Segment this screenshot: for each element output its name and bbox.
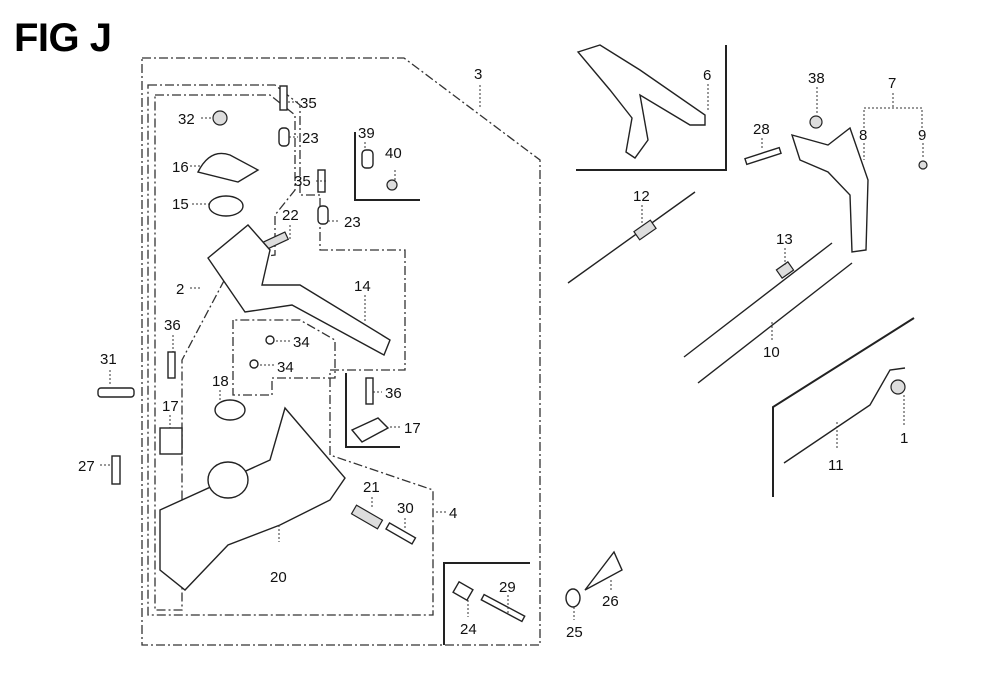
part-13-spring bbox=[775, 261, 795, 279]
box-39-40 bbox=[354, 132, 420, 201]
callout-31: 31 bbox=[100, 351, 117, 368]
part-10-rod bbox=[697, 262, 853, 384]
callout-34-b: 34 bbox=[277, 359, 294, 376]
callout-23-b: 23 bbox=[344, 214, 361, 231]
part-26-knob bbox=[584, 550, 623, 591]
assembly-3-boundary bbox=[141, 57, 541, 646]
callout-30: 30 bbox=[397, 500, 414, 517]
part-20-mount bbox=[207, 461, 249, 499]
box-36-17 bbox=[345, 373, 400, 448]
part-21-spring bbox=[350, 504, 384, 530]
callout-25: 25 bbox=[566, 624, 583, 641]
part-11-rod bbox=[783, 367, 906, 464]
part-12-spring bbox=[633, 219, 657, 241]
callout-13: 13 bbox=[776, 231, 793, 248]
part-8-lever bbox=[790, 126, 869, 253]
callout-35-a: 35 bbox=[300, 95, 317, 112]
part-39 bbox=[361, 149, 374, 169]
callout-38: 38 bbox=[808, 70, 825, 87]
part-12-rod bbox=[567, 191, 696, 284]
box-6 bbox=[576, 45, 727, 171]
callout-6: 6 bbox=[703, 67, 711, 84]
part-23-a bbox=[278, 127, 290, 147]
box-24-29 bbox=[443, 562, 530, 645]
lever-box bbox=[232, 319, 336, 396]
part-28-bolt bbox=[744, 146, 782, 166]
callout-9: 9 bbox=[918, 127, 926, 144]
callout-8: 8 bbox=[859, 127, 867, 144]
part-16-bracket bbox=[196, 152, 260, 183]
leader-lines bbox=[100, 84, 924, 620]
part-9 bbox=[918, 160, 928, 170]
part-40 bbox=[386, 179, 398, 191]
part-14-lever bbox=[207, 224, 391, 356]
callout-34-a: 34 bbox=[293, 334, 310, 351]
callout-1: 1 bbox=[900, 430, 908, 447]
part-29-bolt bbox=[480, 593, 526, 623]
callout-7: 7 bbox=[888, 75, 896, 92]
part-34-clip-b bbox=[249, 359, 259, 369]
assembly-2-boundary bbox=[147, 84, 434, 616]
part-1 bbox=[890, 379, 906, 395]
callout-2: 2 bbox=[176, 281, 184, 298]
callout-24: 24 bbox=[460, 621, 477, 638]
callout-20: 20 bbox=[270, 569, 287, 586]
callout-39: 39 bbox=[358, 125, 375, 142]
callout-22: 22 bbox=[282, 207, 299, 224]
callout-14: 14 bbox=[354, 278, 371, 295]
part-34-clip-a bbox=[265, 335, 275, 345]
part-24-collar bbox=[452, 580, 474, 602]
part-30-bolt bbox=[385, 521, 417, 545]
part-6-arm bbox=[576, 44, 706, 159]
callout-28: 28 bbox=[753, 121, 770, 138]
callout-17-b: 17 bbox=[404, 420, 421, 437]
part-15-washer bbox=[208, 195, 244, 217]
callout-10: 10 bbox=[763, 344, 780, 361]
part-36-bolt-a bbox=[167, 351, 176, 379]
part-23-b bbox=[317, 205, 329, 225]
part-35-bolt-a bbox=[279, 85, 288, 111]
part-17-clip-a bbox=[159, 427, 183, 455]
callout-29: 29 bbox=[499, 579, 516, 596]
callout-23-a: 23 bbox=[302, 130, 319, 147]
callout-12: 12 bbox=[633, 188, 650, 205]
callout-27: 27 bbox=[78, 458, 95, 475]
callout-4: 4 bbox=[449, 505, 457, 522]
part-27-screw bbox=[111, 455, 121, 485]
callout-11: 11 bbox=[828, 457, 844, 474]
callout-16: 16 bbox=[172, 159, 189, 176]
callout-35-b: 35 bbox=[294, 173, 311, 190]
part-18-washer bbox=[214, 399, 246, 421]
figure-title: FIG J bbox=[14, 16, 112, 60]
part-32-nut bbox=[212, 110, 228, 126]
callout-32: 32 bbox=[178, 111, 195, 128]
part-36-bolt-b bbox=[365, 377, 374, 405]
callout-26: 26 bbox=[602, 593, 619, 610]
part-17-clip-b bbox=[350, 417, 390, 443]
callout-15: 15 bbox=[172, 196, 189, 213]
callout-36-b: 36 bbox=[385, 385, 402, 402]
part-38-nut bbox=[809, 115, 823, 129]
part-25 bbox=[565, 588, 581, 608]
part-13-rod bbox=[683, 242, 833, 358]
callout-40: 40 bbox=[385, 145, 402, 162]
callout-18: 18 bbox=[212, 373, 229, 390]
callout-21: 21 bbox=[363, 479, 380, 496]
part-20-base-plate bbox=[159, 406, 346, 591]
callout-3: 3 bbox=[474, 66, 482, 83]
box-11 bbox=[772, 317, 915, 497]
callout-17-a: 17 bbox=[162, 398, 179, 415]
part-31-bolt bbox=[97, 387, 135, 398]
callout-36-a: 36 bbox=[164, 317, 181, 334]
